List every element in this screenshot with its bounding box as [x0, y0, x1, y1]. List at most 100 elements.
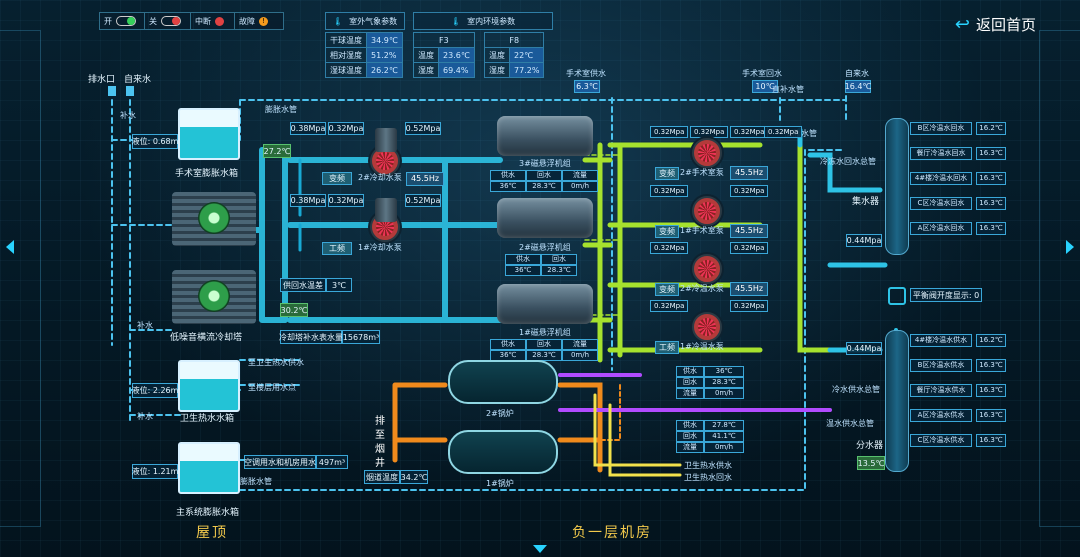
cell: 16.3℃: [976, 172, 1006, 185]
expansion-pipe-label: 膨胀水管: [265, 105, 297, 114]
f8-value: 77.2%: [508, 62, 545, 78]
cell: 36℃: [490, 181, 526, 192]
surgery-supply-temp: 6.3℃: [574, 80, 600, 93]
surgery-supply-label: 手术室供水: [566, 69, 606, 78]
scroll-down-arrow-icon[interactable]: [533, 545, 547, 553]
outdoor-cell: 湿球温度: [325, 62, 367, 78]
next-page-arrow-icon[interactable]: [1066, 240, 1074, 254]
stack-char: 烟: [375, 444, 385, 455]
back-arrow-icon: ↩: [954, 14, 970, 35]
f3-cell: 温度: [413, 47, 439, 63]
pump1-mode: 工频: [322, 242, 352, 255]
cell: 16.3℃: [976, 222, 1006, 235]
outdoor-title: 室外气象参数: [349, 16, 398, 26]
collector-pressure: 0.44Mpa: [846, 234, 882, 247]
surgery-pump-1-icon[interactable]: [692, 196, 722, 226]
chilled-pump-1-icon[interactable]: [692, 312, 722, 342]
cell: 16.3℃: [976, 409, 1006, 422]
group-hz: 45.5Hz: [730, 166, 769, 180]
outdoor-value: 34.9℃: [366, 32, 403, 48]
to-floor-label: 至楼层用水点: [248, 383, 296, 392]
cell: 回水: [526, 339, 562, 350]
pressure-reading: 0.38Mpa: [290, 194, 326, 207]
f8-value: 22℃: [508, 47, 545, 63]
back-home-button[interactable]: ↩ 返回首页: [955, 14, 1036, 35]
stack-char: 至: [375, 430, 385, 441]
legend-fault-label: 故障: [239, 16, 255, 26]
chiller-2-name: 2#磁悬浮机组: [519, 243, 571, 252]
prev-page-arrow-icon[interactable]: [6, 240, 14, 254]
group-name: 2#手术室泵: [680, 168, 724, 177]
boiler-2[interactable]: [448, 360, 558, 404]
back-home-label: 返回首页: [975, 16, 1036, 34]
chiller-1-name: 1#磁悬浮机组: [519, 328, 571, 337]
cell: C区冷温水回水: [910, 197, 972, 210]
cell: 餐厅冷温水回水: [910, 147, 972, 160]
interrupt-dot-icon: [215, 16, 224, 26]
collector-vessel: [885, 118, 909, 255]
cell: 供水: [676, 420, 704, 431]
distributor-pressure: 0.44Mpa: [846, 342, 882, 355]
cell: 供水: [490, 339, 526, 350]
chiller-1[interactable]: [497, 284, 593, 324]
roof-label: 屋顶: [196, 525, 228, 541]
thermometer-icon-2: 🌡: [450, 16, 462, 26]
cooling-return-temp: 27.2℃: [263, 144, 291, 158]
fan-icon: [198, 280, 230, 312]
cell: B区冷温水回水: [910, 122, 972, 135]
makeup-label-2: 补水: [137, 321, 153, 330]
group-mode: 变频: [655, 167, 679, 180]
stack-label: 排 至 烟 井: [374, 415, 386, 471]
surgery-pump-2-icon[interactable]: [692, 138, 722, 168]
chilled-pump-2-icon[interactable]: [692, 254, 722, 284]
f3-value: 23.6℃: [438, 47, 475, 63]
pressure-small: 0.32Mpa: [650, 185, 689, 197]
pressure-small: 0.32Mpa: [730, 185, 769, 197]
outdoor-cell: 干球温度: [325, 32, 367, 48]
cell: A区冷温水回水: [910, 222, 972, 235]
group-mode: 变频: [655, 283, 679, 296]
cell: 36℃: [704, 366, 744, 377]
cooling-supply-temp: 30.2℃: [280, 303, 308, 317]
hygiene-tank-name: 卫生热水水箱: [180, 414, 235, 424]
group-name: 2#冷温水泵: [680, 284, 724, 293]
cell: 供水: [490, 170, 526, 181]
chiller-3[interactable]: [497, 116, 593, 156]
cell: 16.3℃: [976, 434, 1006, 447]
chiller-2[interactable]: [497, 198, 593, 238]
group-hz: 45.5Hz: [730, 224, 769, 238]
legend-interrupt: 中断: [190, 12, 240, 30]
f8-cell: 温度: [484, 47, 510, 63]
tap-label: 自来水: [124, 75, 152, 85]
pressure-reading: 0.32Mpa: [328, 122, 364, 135]
indoor-header: 🌡 室内环境参数: [413, 12, 553, 30]
pump2-mode: 变频: [322, 172, 352, 185]
group-name: 1#冷温水泵: [680, 342, 724, 351]
balance-valve-readout: 平衡阀开度显示: 0: [910, 288, 982, 302]
cooling-tower-lower: [172, 270, 256, 324]
drain-label: 排水口: [88, 75, 116, 85]
cell: B区冷温水供水: [910, 359, 972, 372]
boiler-1[interactable]: [448, 430, 558, 474]
cell: 16.2℃: [976, 122, 1006, 135]
boiler-2-name: 2#锅炉: [486, 409, 514, 418]
outdoor-cell: 相对湿度: [325, 47, 367, 63]
pump1-name: 1#冷却水泵: [358, 243, 402, 252]
chiller-3-name: 3#磁悬浮机组: [519, 159, 571, 168]
cell: 28.3℃: [526, 181, 562, 192]
cell: 流量: [562, 170, 598, 181]
cell: 回水: [676, 377, 704, 388]
cell: 流量: [676, 388, 704, 399]
legend-interrupt-label: 中断: [195, 16, 211, 26]
basement-label: 负一层机房: [572, 525, 652, 541]
cooling-tower-upper: [172, 192, 256, 246]
return-main-label: 冷冻水回水总管: [820, 157, 876, 166]
f3-cell: 湿度: [413, 62, 439, 78]
cell: 流量: [676, 442, 704, 453]
balance-valve-icon[interactable]: [888, 287, 906, 305]
cell: 回水: [676, 431, 704, 442]
